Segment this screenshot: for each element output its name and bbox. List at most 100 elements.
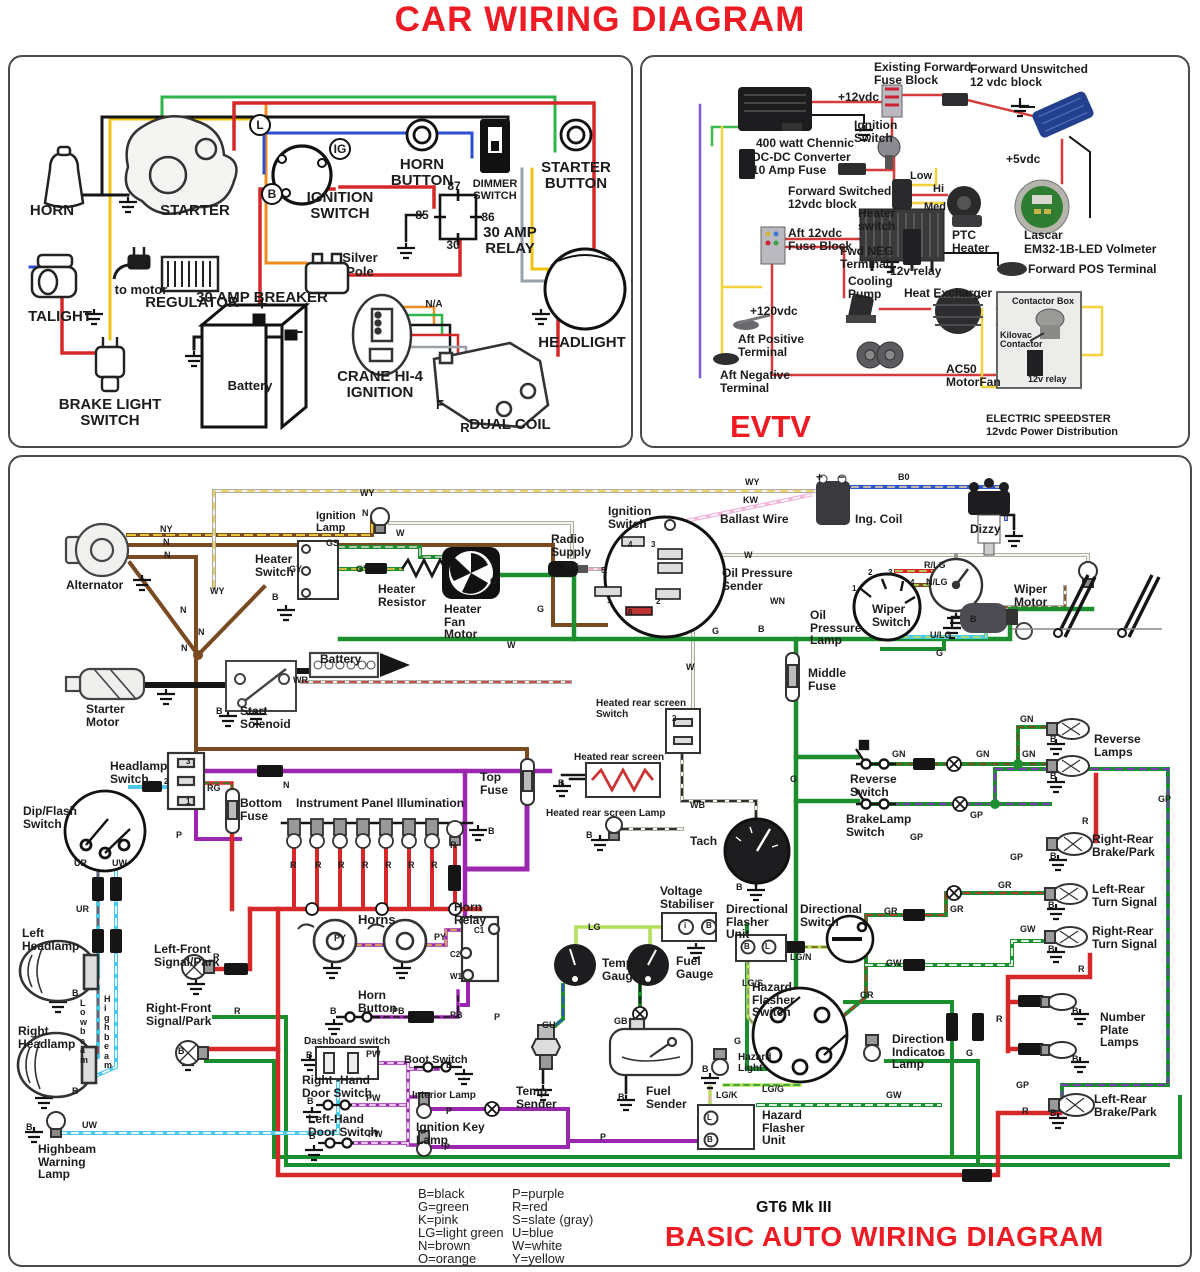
diagram-label: B	[267, 187, 277, 201]
diagram-label: Temp Sender	[516, 1084, 557, 1111]
diagram-label: Fuel Gauge	[676, 954, 714, 981]
diagram-label: P	[444, 1142, 451, 1152]
diagram-label: −	[838, 470, 846, 484]
diagram-label: 86	[481, 210, 495, 224]
front-signal-bulbs-icon	[175, 954, 215, 1066]
horns-icon	[297, 918, 428, 964]
headlight-icon	[543, 247, 627, 331]
diagram-label: B	[970, 614, 977, 624]
diagram-label: CRANE HI-4 IGNITION	[337, 368, 423, 401]
diagram-label: Alternator	[66, 578, 124, 592]
breaker-icon	[304, 252, 350, 295]
tachometer-icon	[723, 817, 791, 885]
diagram-label: Low	[910, 170, 932, 182]
diagram-label: 85	[415, 208, 429, 222]
diagram-label: PW	[368, 1129, 383, 1139]
fuel-gauge-icon	[627, 944, 669, 986]
legend-entry: Y=yellow	[512, 1250, 565, 1266]
fuse-icons	[225, 652, 800, 834]
diagram-label: B	[1050, 734, 1057, 744]
diagram-label: AC50 MotorFan	[946, 362, 1001, 389]
diagram-label: 1	[607, 596, 612, 605]
ignition-coil-icon	[816, 474, 850, 525]
diagram-label: Silver Pole	[342, 250, 378, 279]
diagram-label: Right-Front Signal/Park	[146, 1001, 212, 1028]
diagram-label: GP	[970, 810, 984, 820]
diagram-label: STARTER	[160, 202, 230, 219]
diagram-label: 1	[852, 584, 857, 593]
diagram-label: GR	[998, 880, 1012, 890]
dual-coil-icon	[432, 341, 550, 429]
diagram-label: Existing Forward Fuse Block	[874, 60, 972, 87]
diagram-label: Highbeam Warning Lamp	[38, 1142, 97, 1182]
diagram-label: Hazard Light	[738, 1052, 772, 1074]
diagram-label: Tach	[690, 834, 718, 848]
diagram-label: Radio Supply	[551, 532, 592, 559]
diagram-label: UR	[74, 858, 87, 868]
diagram-label: WR	[293, 675, 308, 685]
diagram-label: LG/G	[762, 1084, 784, 1094]
diagram-label: GN	[892, 749, 906, 759]
diagram-label: N	[181, 643, 188, 653]
diagram-label: IG	[333, 142, 347, 156]
diagram-label: Starter Motor	[86, 702, 125, 729]
diagram-label: C2	[450, 950, 461, 959]
diagram-label: 2	[868, 568, 873, 577]
starter-motor-icon	[64, 667, 146, 701]
diagram-label: G	[537, 604, 545, 614]
wiper-motor-icon	[960, 603, 1033, 640]
diagram-label: Dashboard switch	[304, 1036, 391, 1047]
diagram-label: BrakeLamp Switch	[846, 812, 912, 839]
diagram-label: WB	[690, 800, 705, 810]
diagram-label: +5vdc	[1006, 152, 1041, 166]
hazard-flasher-switch-icon	[751, 986, 849, 1084]
diagram-label: Aft Positive Terminal	[738, 332, 805, 359]
diagram-label: L	[765, 942, 770, 951]
diagram-label: UW	[112, 858, 127, 868]
diagram-label: N	[163, 537, 170, 547]
oil-pressure-lamp-icon	[1078, 561, 1098, 588]
diagram-label: GR	[860, 990, 874, 1000]
diagram-label: Right -Hand Door Switch	[302, 1073, 373, 1100]
diagram-label: GU	[542, 1020, 556, 1030]
diagram-label: N/A	[425, 299, 443, 310]
diagram-label: TALIGHT	[28, 308, 92, 325]
diagram-label: i	[684, 921, 687, 930]
diagram-label: W	[396, 528, 405, 538]
diagram-label: to motor	[114, 282, 168, 297]
diagram-label: B	[72, 988, 79, 998]
starter-icon	[124, 114, 238, 215]
diagram-label: Wiper Switch	[872, 602, 911, 629]
horn-button-icon	[405, 118, 439, 152]
battery-icon	[197, 301, 311, 431]
directional-switch-icon	[825, 914, 875, 964]
splice-symbols	[305, 756, 968, 1117]
diagram-label: GY	[289, 564, 303, 574]
diagram-label: Ballast Wire	[720, 512, 789, 526]
diagram-label: STARTER BUTTON	[541, 159, 611, 192]
diagram-label: Ignition Key Lamp	[416, 1120, 485, 1147]
directional-flasher-unit-icon	[735, 934, 787, 962]
diagram-label: B	[558, 778, 565, 788]
diagram-label: PW	[366, 1093, 381, 1103]
diagram-label: Heater switch	[858, 206, 896, 233]
fwd-unswitched-block-icon	[942, 93, 968, 106]
blue-module-icon	[1032, 91, 1094, 138]
diagram-label: 3	[888, 568, 893, 577]
diagram-label: DUAL COIL	[469, 416, 551, 433]
hazard-flasher-unit-icon	[697, 1104, 755, 1150]
diagram-label: Directional Flasher Unit	[726, 902, 789, 942]
diagram-label: L	[707, 1113, 712, 1122]
diagram-label: R/LG	[924, 560, 946, 570]
to-motor-plug-icon	[112, 247, 151, 280]
diagram-label: G	[734, 1036, 742, 1046]
ignition-switch-icon	[249, 114, 351, 206]
ignition-lamp-icon	[370, 507, 390, 534]
diagram-label: Horn Button	[358, 988, 397, 1015]
diagram-label: B	[216, 706, 223, 716]
diagram-label: B	[178, 1046, 185, 1056]
diagram-label: Start Solenoid	[240, 704, 291, 731]
diagram-label: N/LG	[926, 577, 948, 587]
diagram-label: N	[283, 780, 290, 790]
heater-switch-icon	[297, 540, 339, 600]
